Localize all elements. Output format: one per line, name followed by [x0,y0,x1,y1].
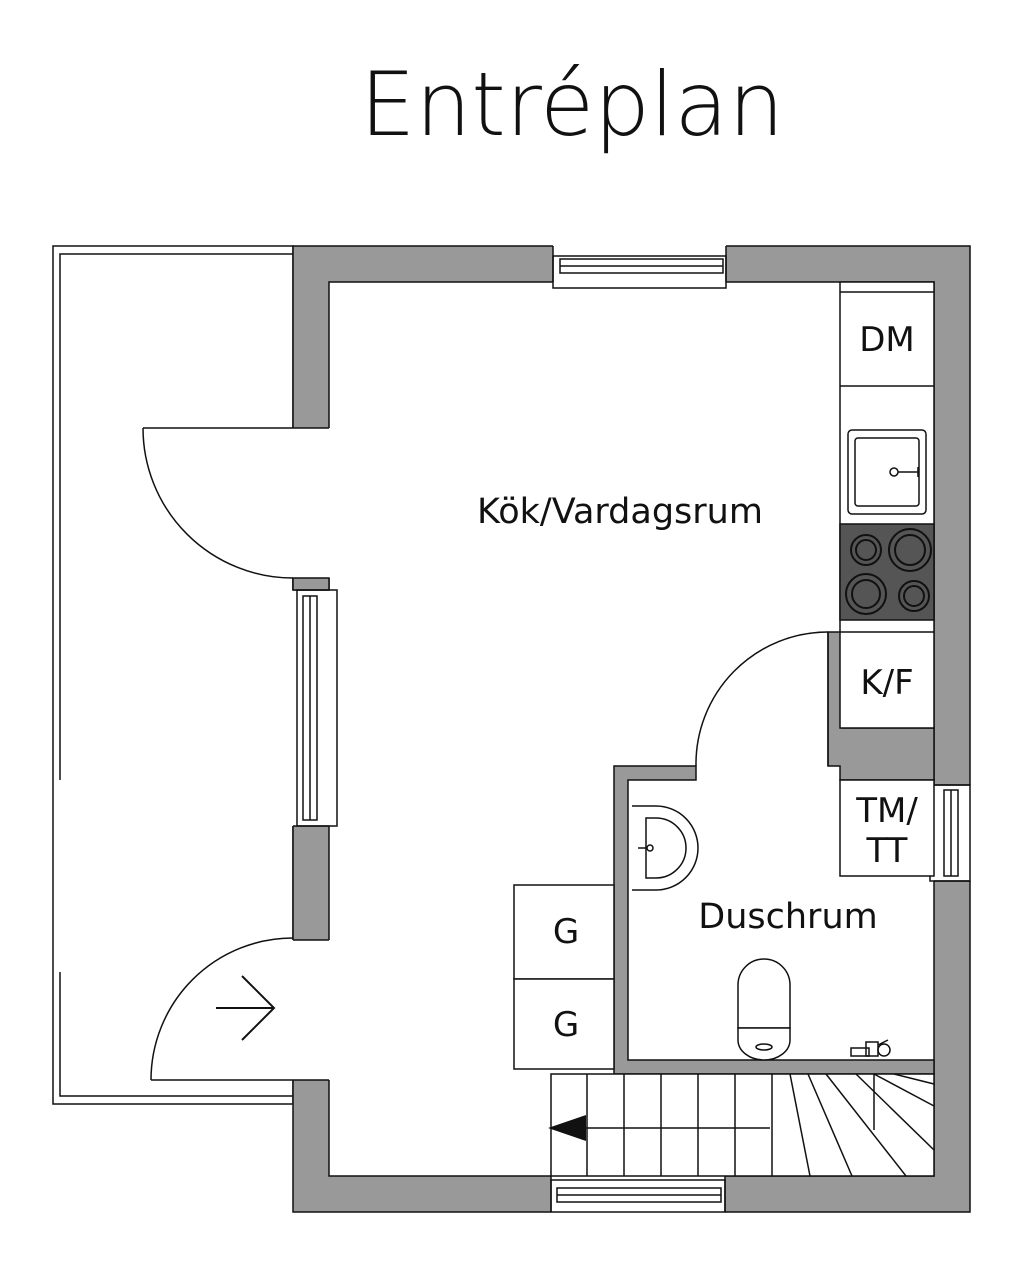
washer-dryer-label-top: TM/ [855,791,918,831]
terrace [52,245,294,1105]
door-shower-room[interactable] [695,631,829,767]
toilet [737,958,791,1061]
window-bottom [550,1179,726,1213]
kitchen-sink [847,429,927,515]
room-label-shower: Duschrum [698,897,877,937]
dishwasher-label: DM [859,320,915,360]
plan-title: Entréplan [360,53,784,156]
door-entrance[interactable] [150,937,294,1081]
wall-stub [292,577,330,591]
stove [839,523,935,621]
wardrobe-2-label: G [553,1005,579,1045]
shower-fixture-icon [850,1039,891,1057]
washer-dryer [839,779,935,877]
door-terrace[interactable] [142,427,294,579]
wall-openings [291,244,972,1214]
fridge-freezer-label: K/F [860,663,913,703]
wardrobes [513,884,615,1070]
staircase [550,1073,935,1177]
window-top [552,255,727,289]
wardrobe-1-label: G [553,912,579,952]
washbasin [632,805,699,891]
washer-dryer-label-bottom: TT [866,831,908,871]
window-left [296,589,338,827]
stair-direction-arrow-icon [548,1115,586,1141]
room-label-living: Kök/Vardagsrum [477,492,763,532]
entrance-arrow-icon [216,975,276,1041]
